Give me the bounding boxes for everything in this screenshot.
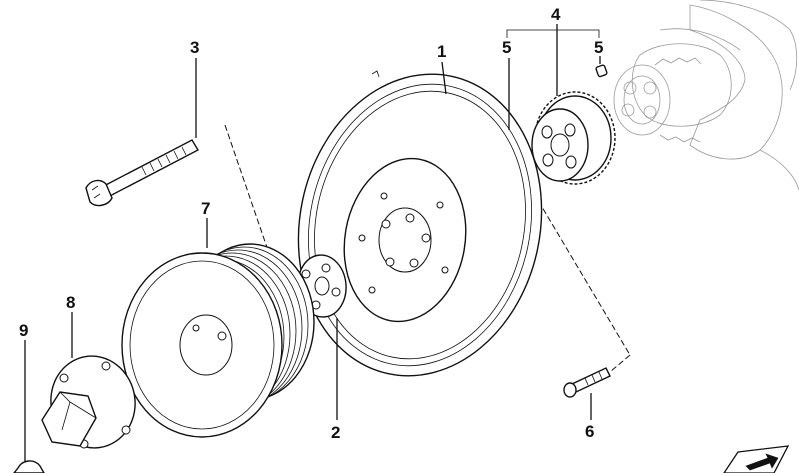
callout-9: 9 [19,321,28,340]
leader-line-1 [441,61,447,95]
long-bolt-part[interactable] [85,139,199,207]
callout-8: 8 [66,293,75,312]
gear-hub-part[interactable] [531,91,616,185]
leader-bracket-5 [506,29,600,38]
callout-5-left: 5 [502,38,511,57]
callout-3: 3 [190,38,199,57]
assembly-axis-bolt6 [609,354,631,373]
crankshaft-icon [613,0,799,191]
callout-2: 2 [331,423,340,442]
flywheel-disc-part[interactable] [271,51,569,398]
callout-4: 4 [551,5,561,24]
short-bolt-part[interactable] [563,367,611,398]
callout-1: 1 [437,42,446,61]
callout-5-right: 5 [594,38,603,57]
dowel-pin-right-part[interactable] [595,64,608,78]
callout-7: 7 [201,199,210,218]
exploded-view-arrow-icon [723,445,790,473]
belt-pulley-part[interactable] [121,243,315,438]
hub-flange-part[interactable] [41,349,142,454]
hub-bolt-part[interactable] [13,460,45,473]
callout-6: 6 [585,422,594,441]
